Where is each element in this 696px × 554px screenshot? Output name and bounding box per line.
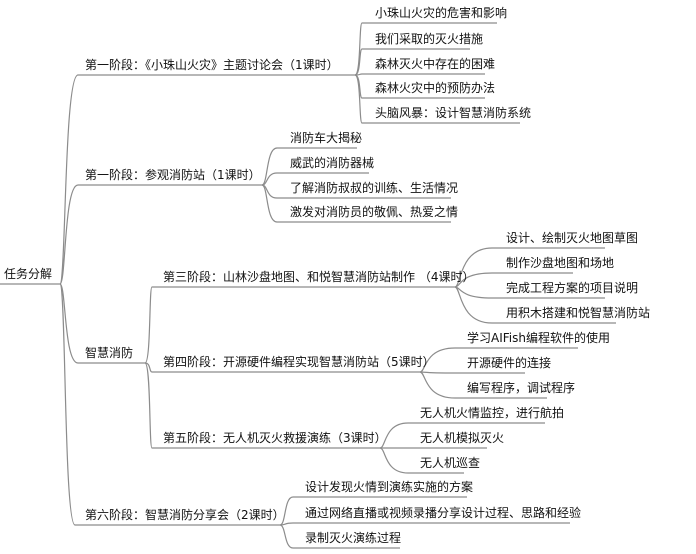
connector-line (59, 74, 355, 285)
connector-line (279, 496, 467, 526)
mindmap-node[interactable]: 开源硬件的连接 (467, 356, 552, 370)
mindmap-node[interactable]: 第四阶段：开源硬件编程实现智慧消防站（5课时） (163, 355, 435, 369)
connector-line (59, 283, 280, 526)
connector-line (144, 362, 420, 373)
mindmap-node[interactable]: 设计、绘制灭火地图草图 (506, 231, 639, 245)
mindmap-node[interactable]: 用积木搭建和悦智慧消防站 (506, 306, 651, 320)
connector-line (279, 524, 400, 549)
connector-line (454, 286, 616, 324)
connector-line (419, 347, 578, 373)
mindmap-node[interactable]: 录制灭火演练过程 (305, 531, 402, 545)
branch-node[interactable]: 智慧消防 (85, 346, 134, 360)
connector-line (419, 371, 547, 399)
connector-line (379, 422, 545, 449)
mindmap-node[interactable]: 威武的消防器械 (290, 156, 375, 170)
mindmap-node[interactable]: 无人机模拟灭火 (420, 431, 505, 445)
mindmap-node[interactable]: 小珠山火灾的危害和影响 (375, 6, 508, 20)
connector-line (419, 371, 525, 374)
connector-line (261, 184, 451, 223)
mindmap-node[interactable]: 第三阶段：山林沙盘地图、和悦智慧消防站制作 （4课时） (163, 270, 475, 284)
connector-line (261, 147, 357, 186)
mindmap-node[interactable]: 通过网络直播或视频录播分享设计过程、思路和经验 (305, 506, 582, 520)
connector-line (354, 48, 470, 76)
connector-line (454, 247, 605, 288)
connector-line (59, 283, 145, 364)
mindmap-node[interactable]: 设计发现火情到演练实施的方案 (305, 480, 474, 494)
mindmap-node[interactable]: 制作沙盘地图和场地 (506, 256, 615, 270)
mindmap-node[interactable]: 头脑风暴：设计智慧消防系统 (375, 106, 532, 120)
connector-line (144, 286, 455, 364)
connector-line (354, 73, 485, 76)
mindmap-node[interactable]: 了解消防叔叔的训练、生活情况 (290, 181, 459, 195)
connector-line (379, 447, 464, 474)
connector-line (454, 286, 605, 299)
branch-node[interactable]: 第六阶段：智慧消防分享会（2课时） (85, 508, 285, 522)
root-node[interactable]: 任务分解 (4, 267, 53, 281)
connector-line (59, 184, 262, 285)
branch-node[interactable]: 第一阶段：《小珠山火灾》主题讨论会（1课时） (85, 58, 339, 72)
mindmap-node[interactable]: 学习AIFish编程软件的使用 (467, 331, 610, 345)
mindmap-node[interactable]: 编写程序，调试程序 (467, 381, 576, 395)
connector-line (261, 172, 369, 186)
mindmap-node[interactable]: 无人机巡查 (420, 456, 481, 470)
mindmap-node[interactable]: 森林火灾中的预防办法 (375, 81, 496, 95)
branch-node[interactable]: 第一阶段：参观消防站（1课时） (85, 168, 261, 182)
mindmap-node[interactable]: 我们采取的灭火措施 (375, 32, 484, 46)
connector-line (354, 74, 520, 124)
mindmap-node[interactable]: 森林灭火中存在的困难 (375, 57, 496, 71)
mindmap-node[interactable]: 第五阶段：无人机灭火救援演练（3课时） (163, 431, 387, 445)
connector-line (144, 362, 380, 449)
connector-line (454, 272, 573, 288)
connector-line (279, 522, 570, 526)
mindmap-node[interactable]: 无人机火情监控，进行航拍 (420, 406, 565, 420)
mindmap-node[interactable]: 消防车大揭秘 (290, 131, 363, 145)
mindmap-node[interactable]: 激发对消防员的敬佩、热爱之情 (290, 205, 459, 219)
mindmap-node[interactable]: 完成工程方案的项目说明 (506, 281, 639, 295)
